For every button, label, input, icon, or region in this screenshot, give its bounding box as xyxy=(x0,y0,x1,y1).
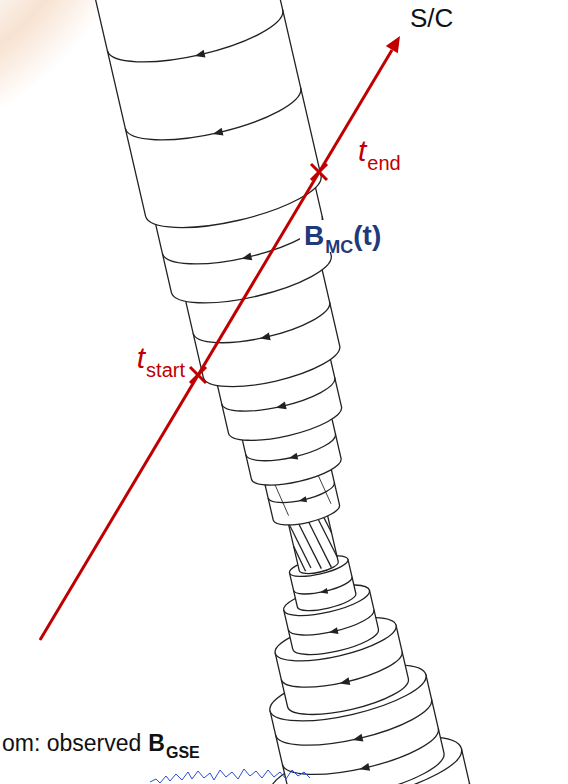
label-text: (t) xyxy=(353,220,381,252)
observed-field-caption: om: observedBGSE xyxy=(2,730,200,756)
end-time-label: tend xyxy=(358,134,401,169)
label-text: om: observed xyxy=(2,730,141,756)
end-mark xyxy=(311,164,327,180)
trajectory-arrowhead xyxy=(386,36,400,53)
subscript-text: GSE xyxy=(166,744,200,762)
rope-segment xyxy=(71,0,326,240)
label-text: t xyxy=(137,341,145,376)
subscript-text: end xyxy=(367,152,400,175)
trajectory-line xyxy=(40,50,392,640)
label-text: t xyxy=(358,134,366,169)
field-label: BMC(t) xyxy=(300,220,385,252)
flux-rope xyxy=(64,0,513,784)
spacecraft-label: S/C xyxy=(410,4,453,34)
start-mark xyxy=(190,367,206,383)
subscript-text: start xyxy=(146,359,185,382)
label-text: B xyxy=(148,730,165,756)
label-text: B xyxy=(304,220,324,252)
subscript-text: MC xyxy=(325,237,353,258)
start-time-label: tstart xyxy=(137,341,185,376)
data-trace xyxy=(150,769,310,783)
label-text: S/C xyxy=(410,4,453,34)
